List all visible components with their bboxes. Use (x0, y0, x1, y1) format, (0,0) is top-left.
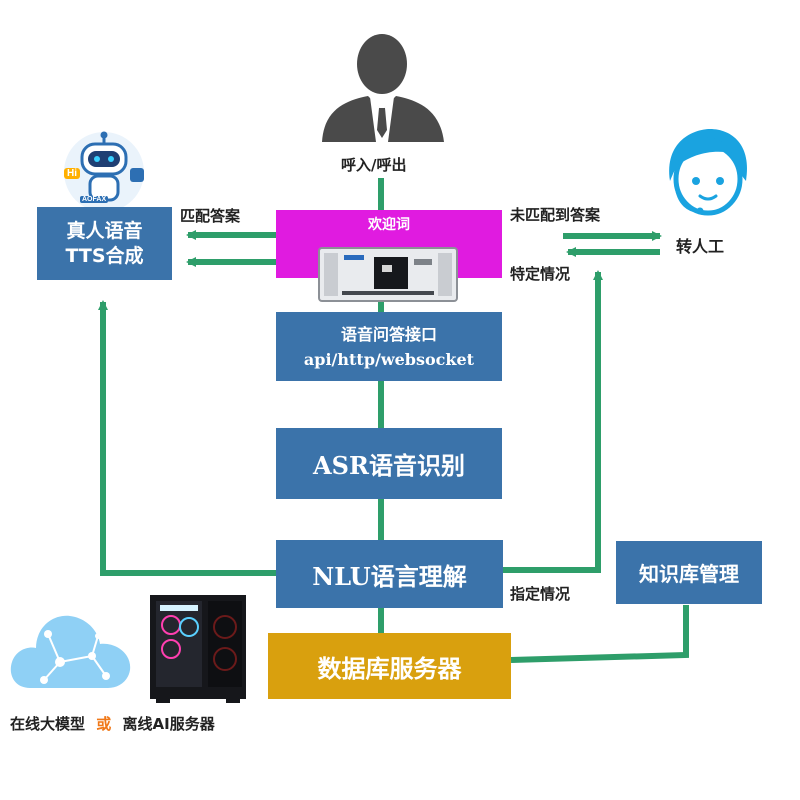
database-server-label: 数据库服务器 (317, 654, 462, 683)
tts-line2: TTS合成 (65, 244, 144, 267)
cloud-network-icon (8, 600, 136, 695)
edge-label-assigned-case: 指定情况 (510, 585, 571, 603)
tts-line1: 真人语音 (66, 219, 143, 242)
line-nlu-to-tts (98, 300, 276, 576)
database-server-box: 数据库服务器 (268, 633, 511, 699)
agent-label: 转人工 (676, 237, 725, 256)
nlu-label: NLU语言理解 (312, 561, 467, 591)
caption-or: 或 (96, 715, 112, 733)
person-icon (318, 30, 448, 150)
knowledge-base-box: 知识库管理 (616, 541, 762, 604)
robot-icon: Hi AOFAX (60, 130, 150, 215)
caption-online-llm: 在线大模型 (10, 715, 86, 733)
asr-label: ASR语音识别 (313, 451, 465, 480)
edge-label-special-case: 特定情况 (510, 265, 571, 283)
voice-qa-interface-box: 语音问答接口 api/http/websocket (276, 312, 502, 381)
edge-label-no-match: 未匹配到答案 (510, 206, 601, 224)
knowledge-base-label: 知识库管理 (639, 562, 739, 586)
welcome-title: 欢迎词 (368, 217, 410, 233)
pc-tower-icon (148, 593, 248, 705)
voice-qa-protocols: api/http/websocket (303, 349, 475, 369)
nlu-box: NLU语言理解 (276, 540, 503, 608)
line-db-to-kb (510, 605, 689, 663)
rack-server-icon (318, 247, 458, 302)
caption-offline-ai-server: 离线AI服务器 (122, 715, 215, 733)
bottom-caption: 在线大模型 或 离线AI服务器 (10, 713, 215, 734)
asr-box: ASR语音识别 (276, 428, 502, 499)
edge-label-match: 匹配答案 (180, 207, 241, 225)
line-nlu-to-agent (503, 270, 603, 573)
person-label: 呼入/呼出 (341, 156, 407, 174)
robot-badge-hi: Hi (64, 168, 80, 179)
tts-box: 真人语音 TTS合成 (37, 207, 172, 280)
voice-qa-title: 语音问答接口 (340, 324, 437, 344)
agent-icon (658, 123, 758, 223)
robot-badge-brand: AOFAX (80, 196, 109, 203)
